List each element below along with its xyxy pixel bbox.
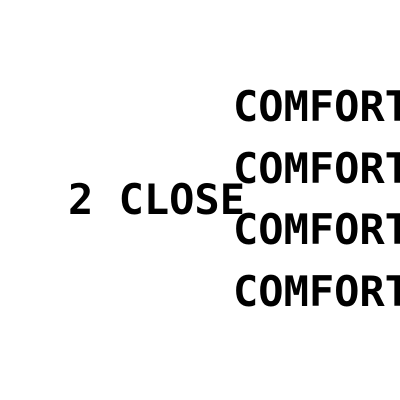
right-label-4: COMFORT bbox=[233, 267, 400, 316]
left-label: 2 CLOSE bbox=[68, 175, 246, 224]
right-label-3: COMFORT bbox=[233, 205, 400, 254]
right-label-2: COMFORT bbox=[233, 144, 400, 193]
right-label-1: COMFORT bbox=[233, 82, 400, 131]
